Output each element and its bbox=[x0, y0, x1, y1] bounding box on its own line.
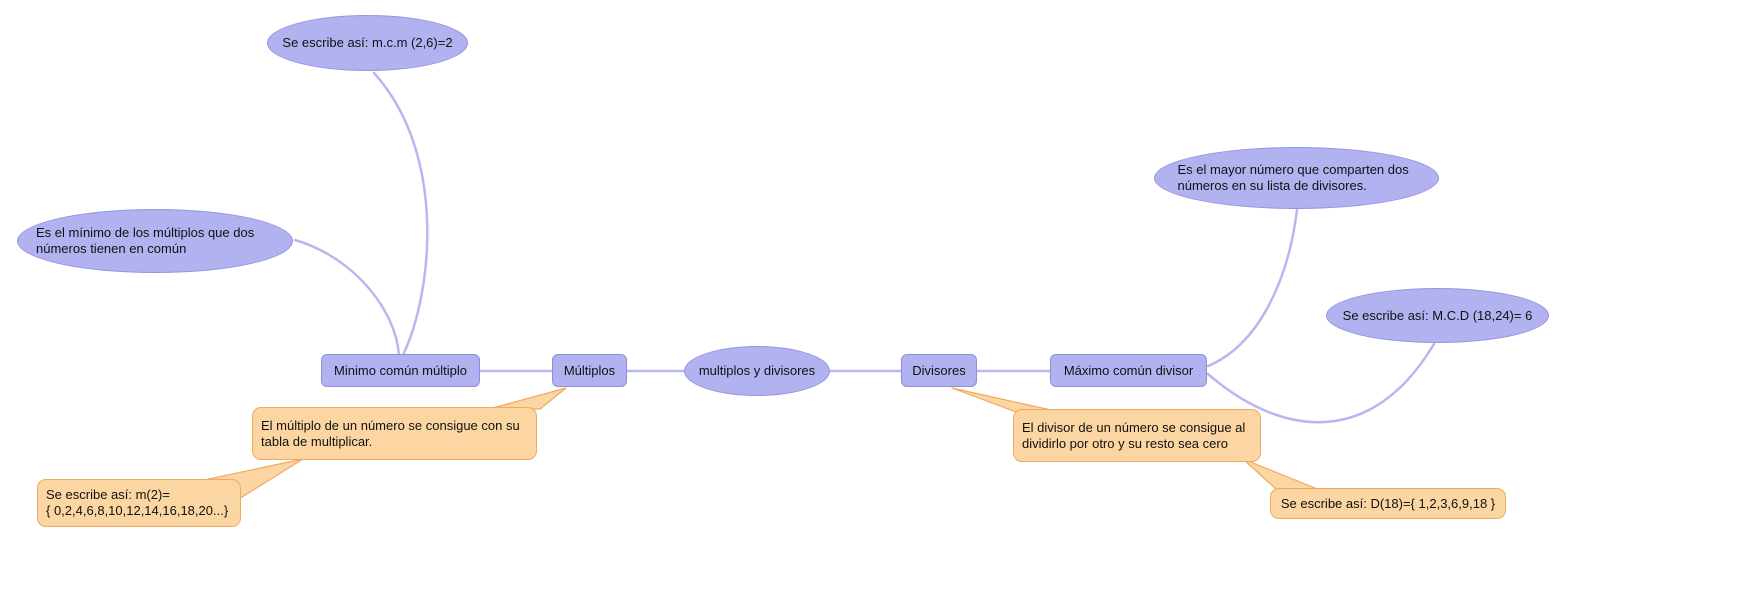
node-mcm-notation-label: Se escribe así: m.c.m (2,6)=2 bbox=[282, 35, 453, 50]
node-mcd-label: Máximo común divisor bbox=[1063, 362, 1194, 378]
callout-divisores-note-text: El divisor de un número se consigue al d… bbox=[1022, 419, 1246, 451]
connector-mcd-notation bbox=[1206, 342, 1436, 424]
node-mcm-notation[interactable]: Se escribe así: m.c.m (2,6)=2 bbox=[267, 15, 468, 71]
connector-mcd-definition bbox=[1206, 208, 1299, 368]
connector-mcm-definition bbox=[293, 238, 401, 357]
node-minimo-comun-multiplo[interactable]: Minimo común múltiplo bbox=[321, 354, 480, 387]
callout-multiplos-note-text: El múltiplo de un número se consigue con… bbox=[261, 417, 520, 449]
callout-multiplos-note[interactable]: El múltiplo de un número se consigue con… bbox=[252, 407, 537, 460]
node-multiplos-label: Múltiplos bbox=[563, 362, 616, 378]
callout-multiplos-example[interactable]: Se escribe así: m(2)= { 0,2,4,6,8,10,12,… bbox=[37, 479, 241, 527]
connector-mcm-notation bbox=[372, 71, 429, 357]
callout-divisores-note[interactable]: El divisor de un número se consigue al d… bbox=[1013, 409, 1261, 462]
callout-divisores-example-text: Se escribe así: D(18)={ 1,2,3,6,9,18 } bbox=[1280, 495, 1496, 511]
node-root-label: multiplos y divisores bbox=[698, 363, 816, 378]
node-divisores-label: Divisores bbox=[912, 362, 966, 378]
node-root[interactable]: multiplos y divisores bbox=[684, 346, 830, 396]
node-mcd-notation-label: Se escribe así: M.C.D (18,24)= 6 bbox=[1342, 307, 1533, 323]
node-mcm-label: Minimo común múltiplo bbox=[334, 362, 467, 378]
node-mcd-definition-label: Es el mayor número que comparten dos núm… bbox=[1177, 162, 1409, 193]
node-mcm-definition-label: Es el mínimo de los múltiplos que dos nú… bbox=[36, 225, 255, 256]
callout-divisores-example[interactable]: Se escribe así: D(18)={ 1,2,3,6,9,18 } bbox=[1270, 488, 1506, 519]
callout-multiplos-example-line2: { 0,2,4,6,8,10,12,14,16,18,20...} bbox=[46, 503, 229, 518]
node-mcd-notation[interactable]: Se escribe así: M.C.D (18,24)= 6 bbox=[1326, 288, 1549, 343]
callout-multiplos-example-line1: Se escribe así: m(2)= bbox=[46, 487, 170, 502]
callout-pointer-multiplos-note bbox=[488, 387, 567, 410]
node-mcm-definition[interactable]: Es el mínimo de los múltiplos que dos nú… bbox=[17, 209, 293, 273]
node-maximo-comun-divisor[interactable]: Máximo común divisor bbox=[1050, 354, 1207, 387]
node-mcd-definition[interactable]: Es el mayor número que comparten dos núm… bbox=[1154, 147, 1439, 209]
node-multiplos[interactable]: Múltiplos bbox=[552, 354, 627, 387]
callout-pointer-divisores-example bbox=[1242, 458, 1321, 491]
node-divisores[interactable]: Divisores bbox=[901, 354, 977, 387]
